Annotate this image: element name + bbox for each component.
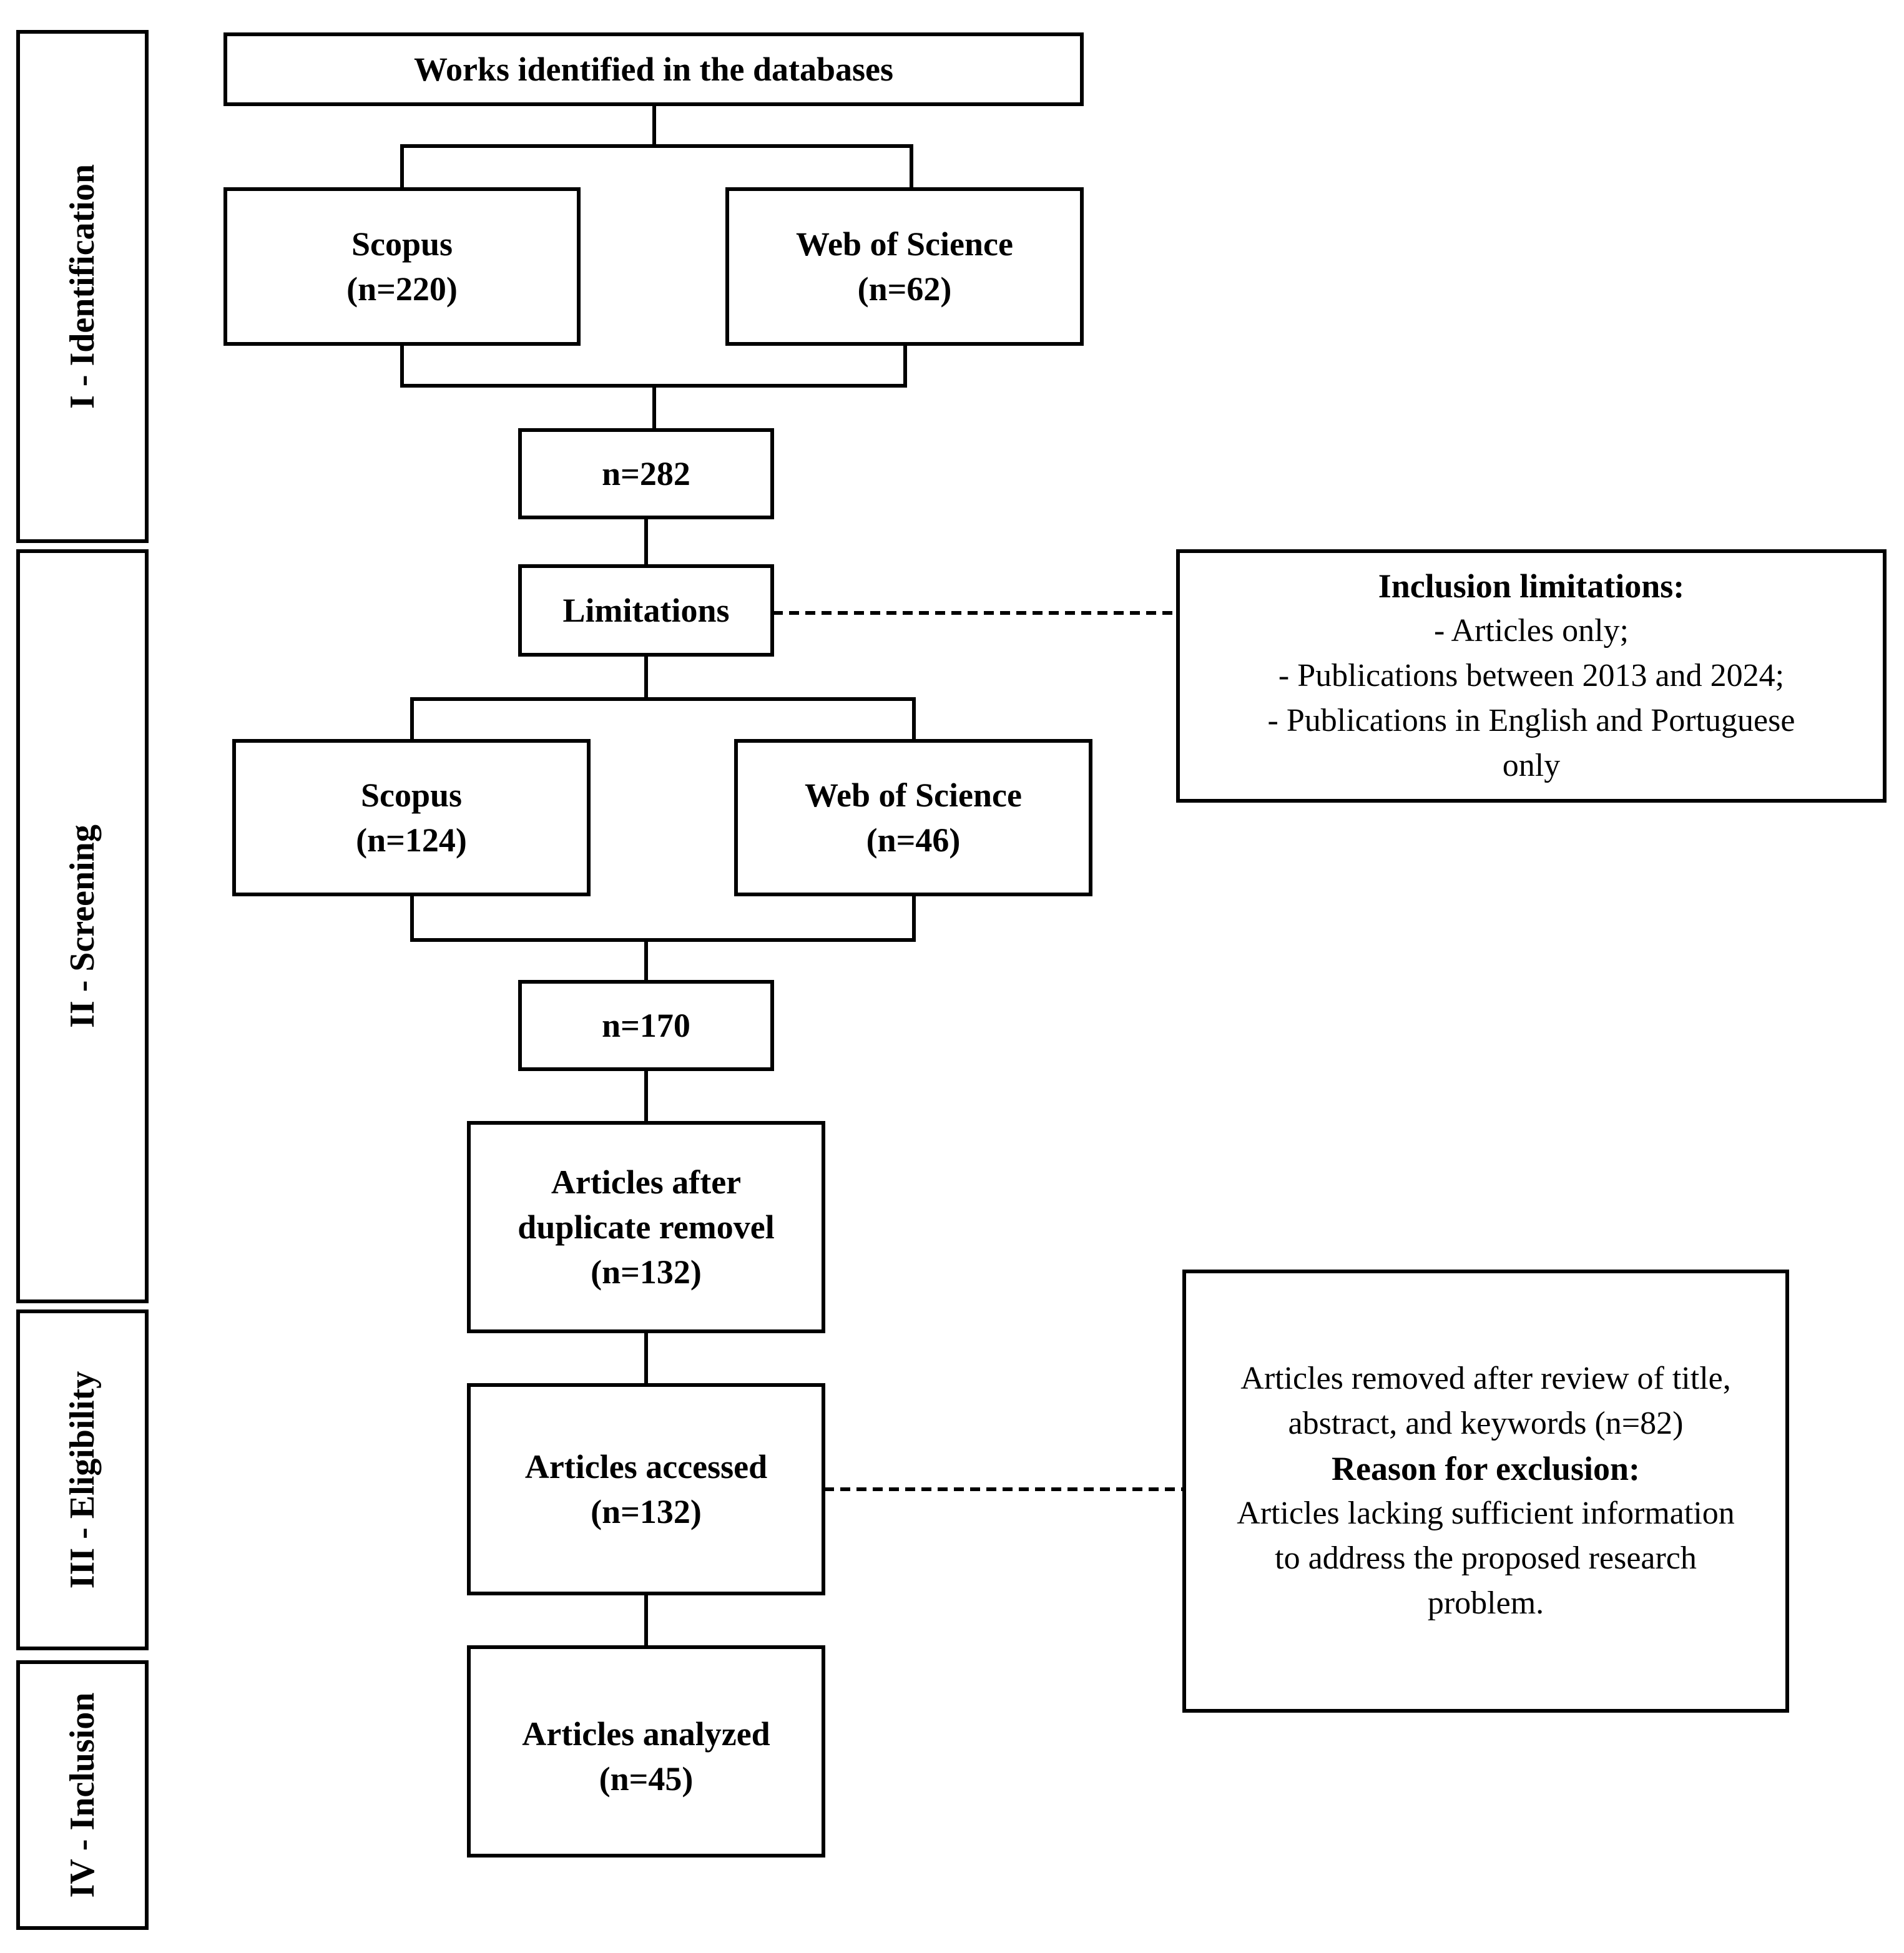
stage-identification: I - Identification <box>16 30 149 543</box>
stage-eligibility-label: III - Eligibility <box>63 1371 102 1589</box>
accessed-label: Articles accessed <box>524 1448 768 1486</box>
after-duplicates-line1: Articles after <box>551 1163 742 1201</box>
scopus-identified-count: (n=220) <box>346 270 458 308</box>
accessed-box: Articles accessed (n=132) <box>467 1383 825 1595</box>
connector-identified-split <box>400 104 656 188</box>
wos-screened-count: (n=46) <box>866 821 961 859</box>
inclusion-limitation-item: only <box>1502 748 1561 783</box>
connector-identified-wos <box>654 144 913 188</box>
connector-limitations-wos <box>646 697 916 740</box>
analyzed-box: Articles analyzed (n=45) <box>467 1645 825 1858</box>
stage-eligibility: III - Eligibility <box>16 1309 149 1650</box>
analyzed-count: (n=45) <box>599 1760 694 1798</box>
exclusion-box: Articles removed after review of title, … <box>1182 1270 1789 1713</box>
stage-inclusion: IV - Inclusion <box>16 1660 149 1930</box>
total-identified-box: n=282 <box>518 428 774 519</box>
connector-merge-1 <box>400 345 907 388</box>
identified-box: Works identified in the databases <box>223 32 1084 106</box>
analyzed-label: Articles analyzed <box>522 1715 770 1753</box>
scopus-screened-box: Scopus (n=124) <box>232 739 591 896</box>
stage-inclusion-label: IV - Inclusion <box>63 1692 102 1898</box>
inclusion-limitation-item: - Publications between 2013 and 2024; <box>1278 658 1785 693</box>
after-duplicates-box: Articles after duplicate removel (n=132) <box>467 1121 825 1333</box>
limitations-label: Limitations <box>562 592 730 629</box>
scopus-screened-count: (n=124) <box>356 821 467 859</box>
total-screened-count: n=170 <box>602 1007 690 1044</box>
identified-title: Works identified in the databases <box>413 51 894 88</box>
inclusion-limitations-box: Inclusion limitations: - Articles only; … <box>1176 549 1887 803</box>
after-duplicates-line2: duplicate removel <box>518 1208 775 1246</box>
exclusion-reason-line: problem. <box>1427 1585 1544 1621</box>
wos-screened-name: Web of Science <box>805 776 1022 814</box>
exclusion-reason-heading: Reason for exclusion: <box>1332 1450 1640 1487</box>
after-duplicates-count: (n=132) <box>591 1253 702 1291</box>
scopus-screened-name: Scopus <box>360 776 463 814</box>
wos-identified-name: Web of Science <box>796 225 1013 263</box>
accessed-count: (n=132) <box>591 1493 702 1530</box>
inclusion-limitation-item: - Articles only; <box>1434 613 1629 649</box>
exclusion-reason-line: Articles lacking sufficient information <box>1237 1495 1735 1531</box>
wos-identified-box: Web of Science (n=62) <box>725 187 1084 346</box>
scopus-identified-name: Scopus <box>351 225 453 263</box>
total-identified-count: n=282 <box>602 455 690 492</box>
inclusion-limitation-item: - Publications in English and Portuguese <box>1267 703 1795 738</box>
exclusion-line: abstract, and keywords (n=82) <box>1288 1406 1684 1441</box>
wos-identified-count: (n=62) <box>857 270 952 308</box>
stage-screening: II - Screening <box>16 549 149 1303</box>
exclusion-line: Articles removed after review of title, <box>1240 1361 1731 1396</box>
exclusion-reason-line: to address the proposed research <box>1275 1540 1697 1576</box>
scopus-identified-box: Scopus (n=220) <box>223 187 581 346</box>
stage-identification-label: I - Identification <box>63 164 102 409</box>
stage-screening-label: II - Screening <box>63 825 102 1028</box>
wos-screened-box: Web of Science (n=46) <box>734 739 1092 896</box>
inclusion-limitations-heading: Inclusion limitations: <box>1378 567 1685 605</box>
limitations-box: Limitations <box>518 564 774 657</box>
connector-merge-2 <box>410 895 916 942</box>
connector-limitations-split <box>410 655 648 740</box>
total-screened-box: n=170 <box>518 980 774 1071</box>
